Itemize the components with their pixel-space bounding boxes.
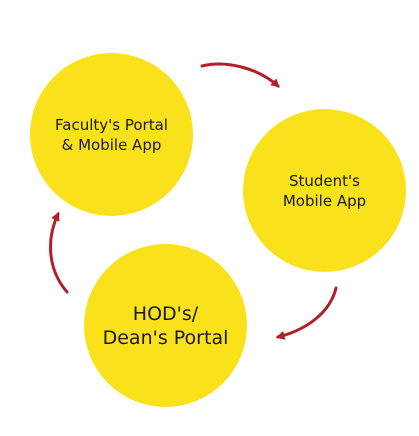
faculty-portal-label: Faculty's Portal & Mobile App (55, 115, 168, 154)
hod-portal-label: HOD's/ Dean's Portal (102, 302, 229, 349)
arrow-student-to-hod (275, 286, 338, 340)
student-app-label: Student's Mobile App (282, 171, 367, 210)
student-app-node: Student's Mobile App (243, 109, 406, 272)
arrow-hod-to-faculty (49, 211, 69, 294)
faculty-portal-node: Faculty's Portal & Mobile App (30, 53, 193, 216)
arrow-faculty-to-student (200, 62, 280, 88)
hod-portal-node: HOD's/ Dean's Portal (84, 244, 247, 407)
